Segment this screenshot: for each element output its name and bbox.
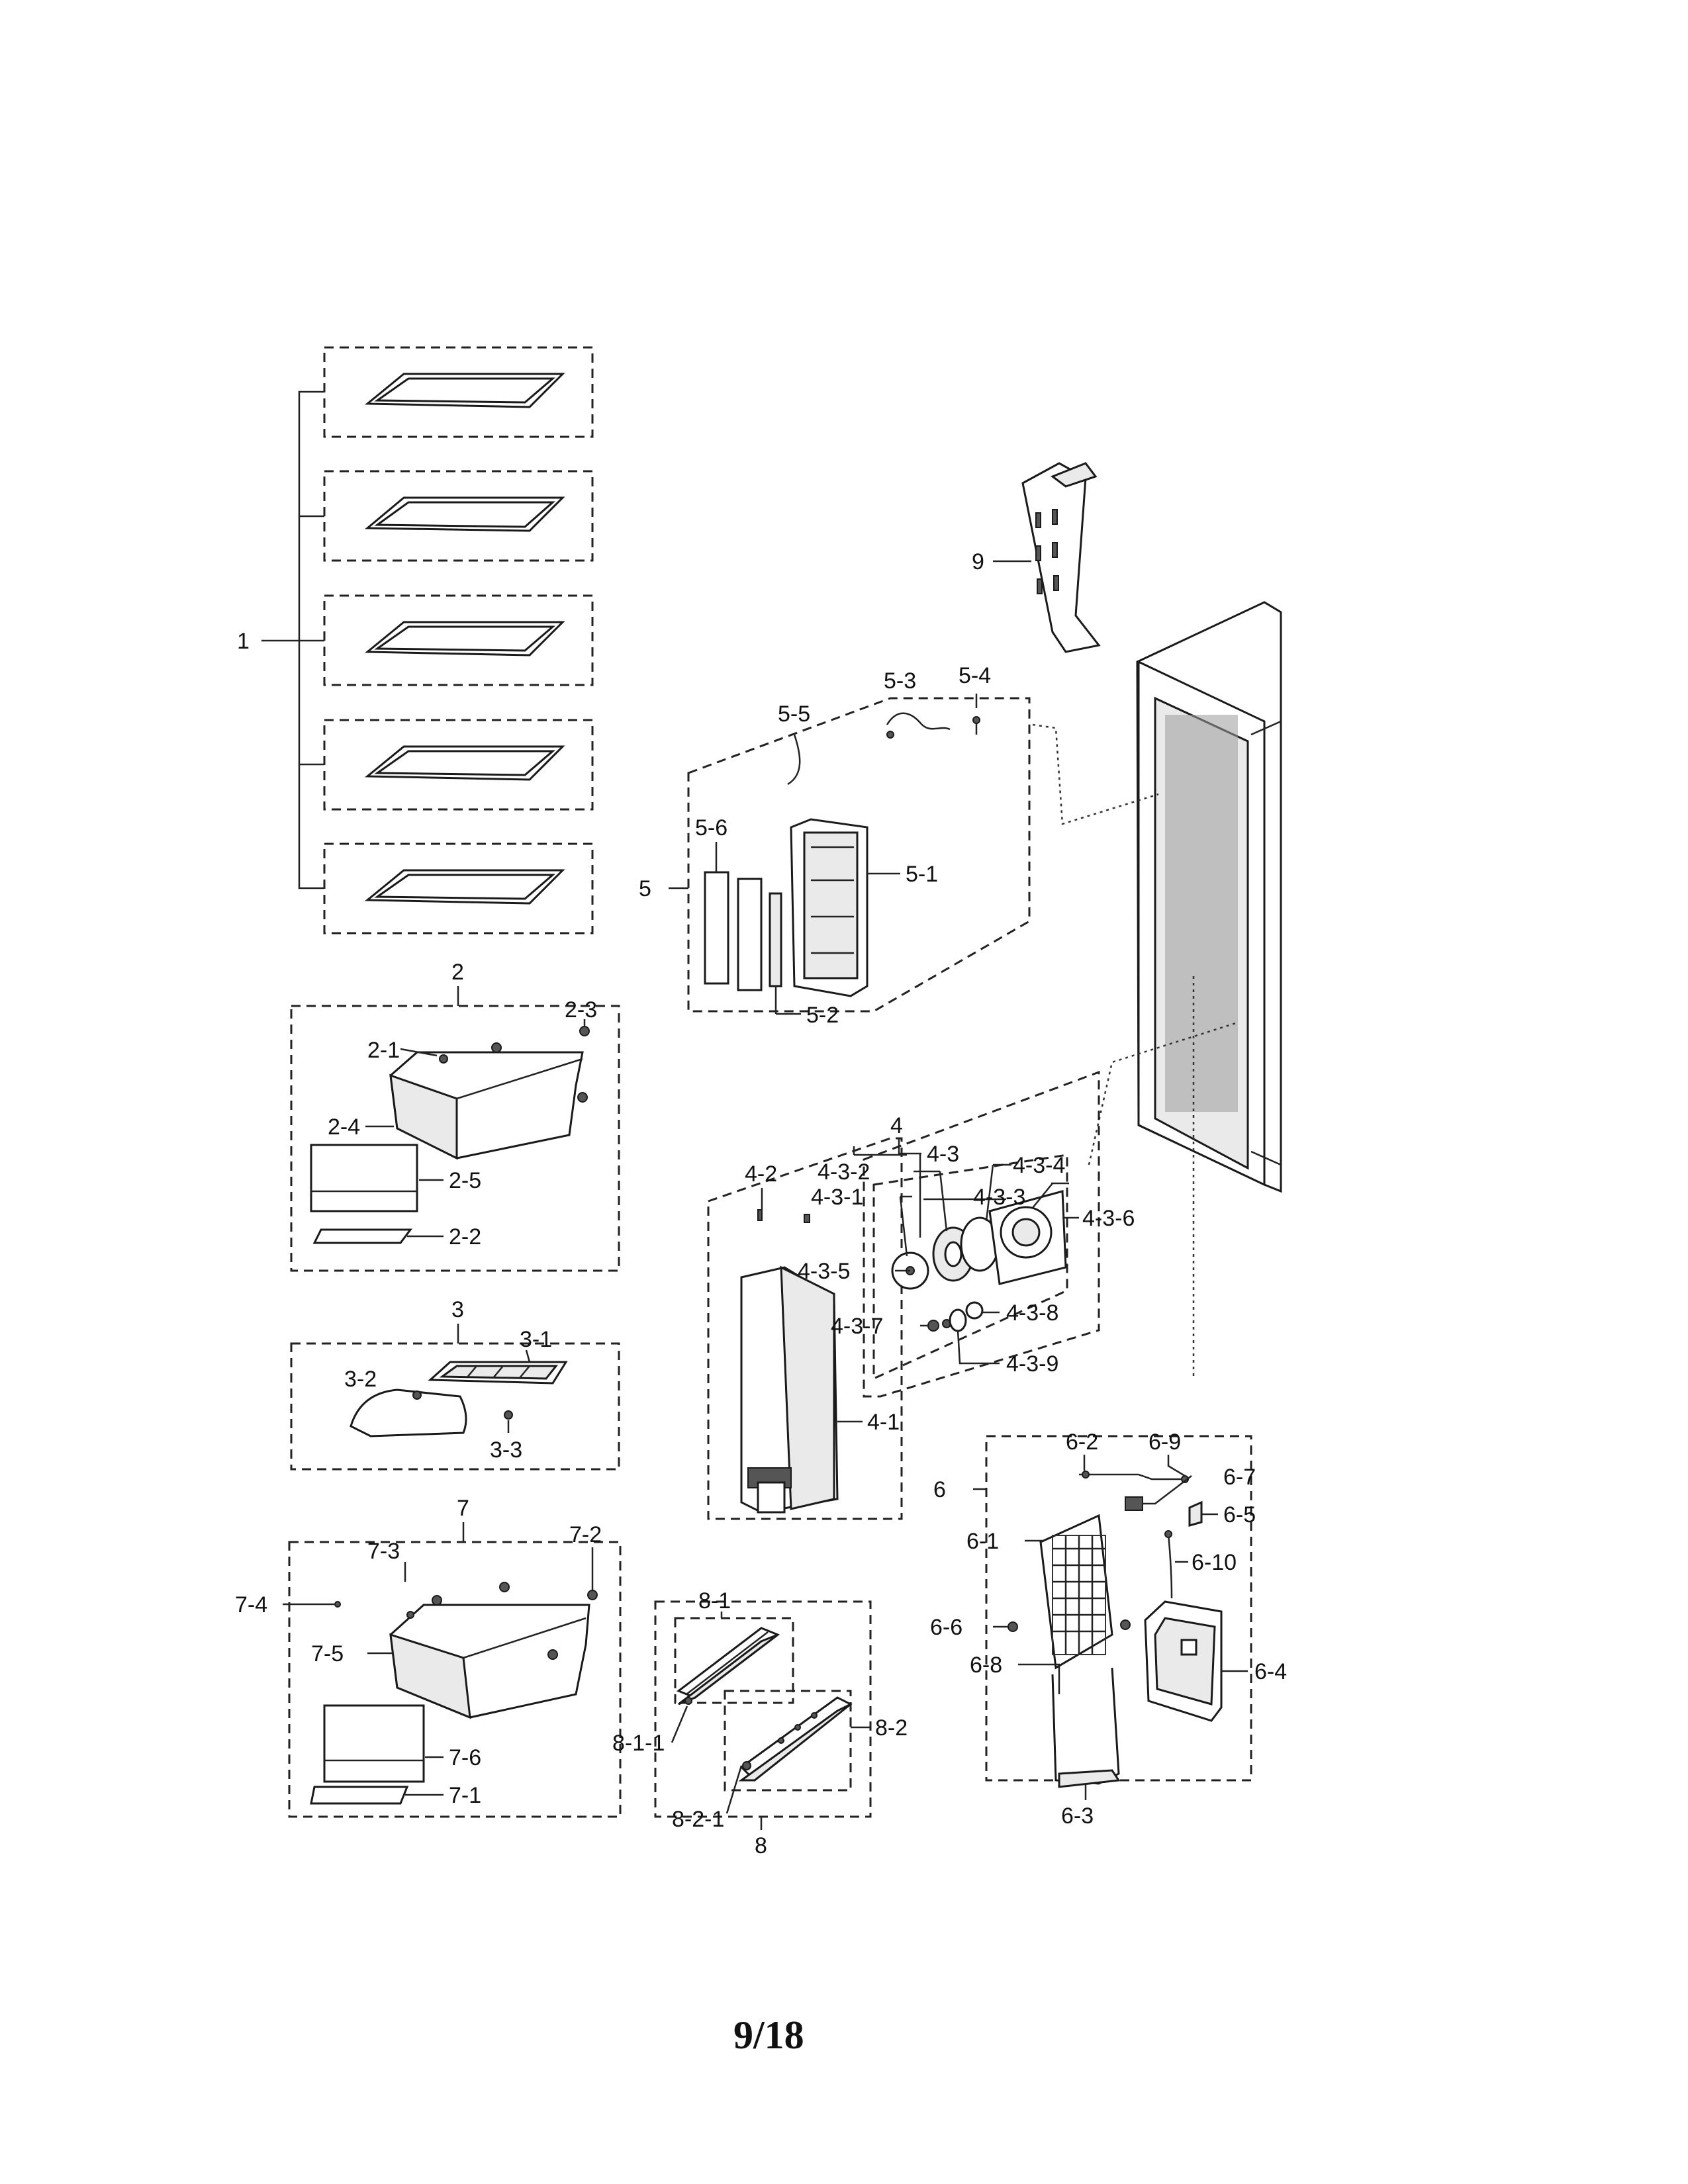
label-6-3: 6-3	[1061, 1803, 1094, 1829]
label-8-1: 8-1	[698, 1588, 731, 1614]
label-3-2: 3-2	[344, 1367, 377, 1392]
label-9: 9	[972, 549, 984, 574]
label-6-7: 6-7	[1223, 1465, 1256, 1490]
label-1: 1	[237, 629, 250, 654]
label-5-4: 5-4	[959, 663, 991, 688]
shelf-group-1	[261, 346, 594, 934]
label-7-4: 7-4	[235, 1592, 267, 1617]
label-4: 4	[890, 1113, 903, 1138]
duct-group-5	[669, 694, 1031, 1015]
label-6-5: 6-5	[1223, 1502, 1256, 1527]
label-7-6: 7-6	[449, 1745, 481, 1770]
label-8: 8	[755, 1833, 767, 1858]
label-4-3-5: 4-3-5	[798, 1259, 850, 1284]
evaporator-group-6	[973, 1435, 1252, 1800]
label-8-2: 8-2	[875, 1715, 908, 1741]
label-2-3: 2-3	[565, 997, 597, 1023]
label-6-9: 6-9	[1149, 1430, 1181, 1455]
label-4-3-7: 4-3-7	[831, 1314, 883, 1339]
label-6-10: 6-10	[1192, 1550, 1237, 1575]
label-6-1: 6-1	[966, 1529, 999, 1554]
label-4-3: 4-3	[927, 1142, 959, 1167]
label-8-2-1: 8-2-1	[672, 1807, 724, 1832]
label-2-4: 2-4	[328, 1115, 360, 1140]
label-4-3-9: 4-3-9	[1006, 1351, 1058, 1377]
label-4-3-3: 4-3-3	[973, 1185, 1025, 1210]
label-5-6: 5-6	[695, 815, 727, 841]
glass-shelf	[364, 745, 565, 781]
label-2: 2	[451, 960, 464, 985]
label-4-2: 4-2	[745, 1161, 777, 1187]
drawer-group-2	[290, 986, 620, 1272]
drawer-group-7	[283, 1522, 622, 1818]
label-2-5: 2-5	[449, 1168, 481, 1193]
glass-shelf	[364, 496, 565, 532]
rail-group-8	[654, 1600, 872, 1830]
label-2-1: 2-1	[367, 1038, 400, 1063]
refrigerator-cabinet	[1032, 601, 1282, 1380]
label-6: 6	[933, 1477, 946, 1502]
label-5-2: 5-2	[806, 1003, 839, 1028]
glass-shelf	[364, 373, 565, 408]
label-7-1: 7-1	[449, 1783, 481, 1808]
label-5: 5	[639, 876, 651, 901]
label-2-2: 2-2	[449, 1224, 481, 1250]
fan-group-4	[707, 1070, 1100, 1520]
part-labels: 1 2 2-1 2-2 2-3 2-4 2-5 3 3-1 3-2 3-3 7 …	[235, 549, 1287, 2057]
label-5-3: 5-3	[884, 668, 916, 694]
label-4-3-8: 4-3-8	[1006, 1300, 1058, 1326]
label-4-1: 4-1	[867, 1410, 900, 1435]
label-3: 3	[451, 1297, 464, 1322]
label-7-3: 7-3	[367, 1539, 400, 1564]
label-5-1: 5-1	[906, 862, 938, 887]
label-4-3-1: 4-3-1	[811, 1185, 863, 1210]
label-4-3-2: 4-3-2	[818, 1160, 870, 1185]
glass-shelf	[364, 621, 565, 657]
label-6-2: 6-2	[1066, 1430, 1098, 1455]
label-6-4: 6-4	[1254, 1659, 1287, 1684]
cover-group-3	[290, 1324, 620, 1471]
label-3-3: 3-3	[490, 1437, 522, 1463]
label-7: 7	[457, 1496, 469, 1521]
label-3-1: 3-1	[520, 1327, 552, 1352]
label-4-3-6: 4-3-6	[1082, 1206, 1135, 1231]
part-9-bracket	[993, 462, 1101, 653]
label-7-2: 7-2	[569, 1522, 602, 1547]
label-8-1-1: 8-1-1	[612, 1731, 665, 1756]
glass-shelf	[364, 869, 565, 905]
label-5-5: 5-5	[778, 702, 810, 727]
label-6-8: 6-8	[970, 1653, 1002, 1678]
label-6-6: 6-6	[930, 1615, 962, 1640]
label-7-5: 7-5	[311, 1641, 344, 1666]
page-number: 9/18	[733, 2013, 804, 2057]
label-4-3-4: 4-3-4	[1013, 1153, 1065, 1178]
